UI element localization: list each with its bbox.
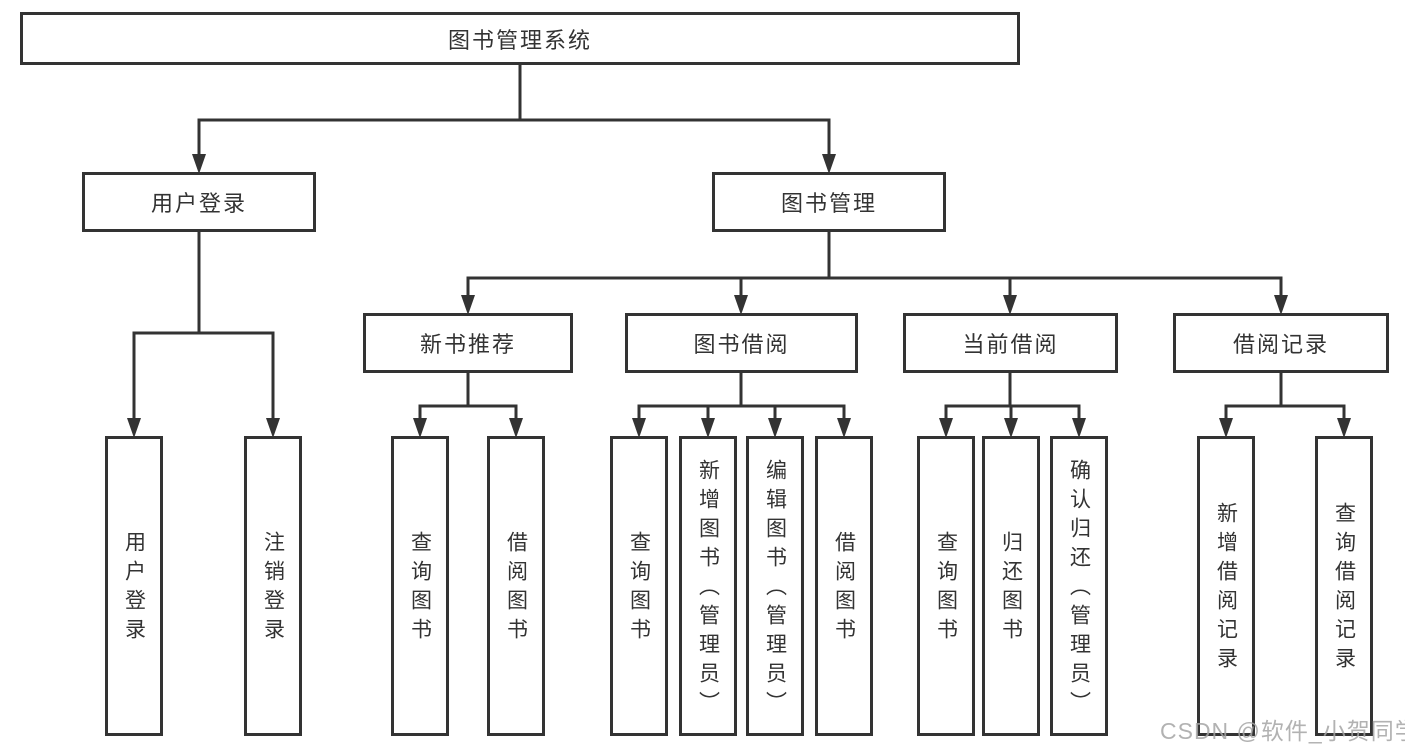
node-book-management: 图书管理	[712, 172, 946, 232]
leaf-borrow-book: 借阅图书	[815, 436, 873, 736]
csdn-watermark: CSDN @软件_小贺同学	[1160, 718, 1405, 744]
node-book-borrow: 图书借阅	[625, 313, 858, 373]
node-system-root: 图书管理系统	[20, 12, 1020, 65]
leaf-return-book: 归还图书	[982, 436, 1040, 736]
leaf-user-login: 用户登录	[105, 436, 163, 736]
node-borrow-record: 借阅记录	[1173, 313, 1389, 373]
leaf-add-borrow-record: 新增借阅记录	[1197, 436, 1255, 736]
leaf-logout: 注销登录	[244, 436, 302, 736]
node-new-book-recommend: 新书推荐	[363, 313, 573, 373]
node-user-login: 用户登录	[82, 172, 316, 232]
leaf-query-borrow-record: 查询借阅记录	[1315, 436, 1373, 736]
leaf-confirm-return-admin: 确认归还（管理员）	[1050, 436, 1108, 736]
leaf-query-book-recommend: 查询图书	[391, 436, 449, 736]
leaf-query-book-borrow: 查询图书	[610, 436, 668, 736]
leaf-query-book-current: 查询图书	[917, 436, 975, 736]
leaf-edit-book-admin: 编辑图书（管理员）	[746, 436, 804, 736]
leaf-add-book-admin: 新增图书（管理员）	[679, 436, 737, 736]
node-current-borrow: 当前借阅	[903, 313, 1118, 373]
leaf-borrow-book-recommend: 借阅图书	[487, 436, 545, 736]
